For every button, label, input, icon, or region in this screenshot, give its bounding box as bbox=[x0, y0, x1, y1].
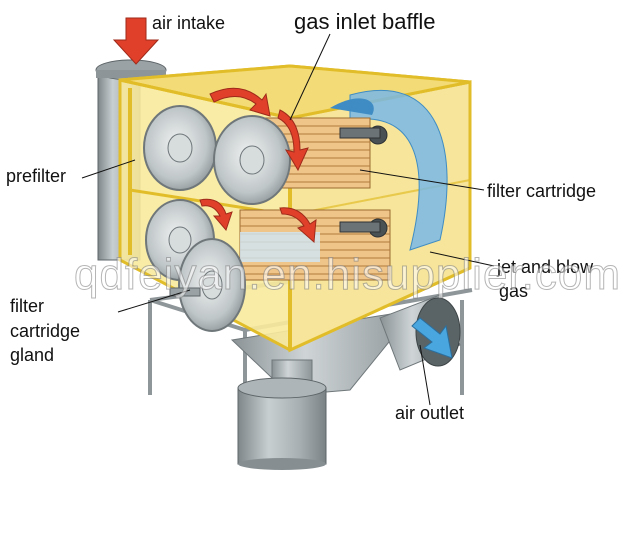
label-filter-cartridge-gland-line1: filter bbox=[10, 296, 45, 316]
jet-nozzles bbox=[339, 125, 388, 238]
label-jet-and-blow-gas-line1: jet and blow bbox=[497, 257, 594, 277]
outlet-arrow bbox=[411, 317, 453, 359]
label-filter-cartridge: filter cartridge bbox=[487, 181, 597, 201]
label-air-outlet: air outlet bbox=[395, 403, 465, 423]
hopper-and-discharge bbox=[230, 309, 417, 470]
watermark: qdfeiyan.en.hisupplier.com bbox=[74, 250, 621, 300]
label-filter-cartridge-gland-line3: gland bbox=[10, 345, 55, 365]
label-filter-cartridge-gland-line2: cartridge bbox=[10, 321, 81, 341]
label-prefilter: prefilter bbox=[6, 166, 67, 186]
blow-gas-duct bbox=[330, 89, 448, 251]
label-jet-and-blow-gas-line2: gas bbox=[499, 281, 529, 301]
label-gas-inlet-baffle: gas inlet baffle bbox=[294, 9, 436, 34]
leader-lines bbox=[81, 33, 495, 406]
airflow-arrows bbox=[112, 17, 317, 244]
cartridge-end-caps bbox=[143, 105, 291, 332]
label-air-intake: air intake bbox=[152, 13, 226, 33]
